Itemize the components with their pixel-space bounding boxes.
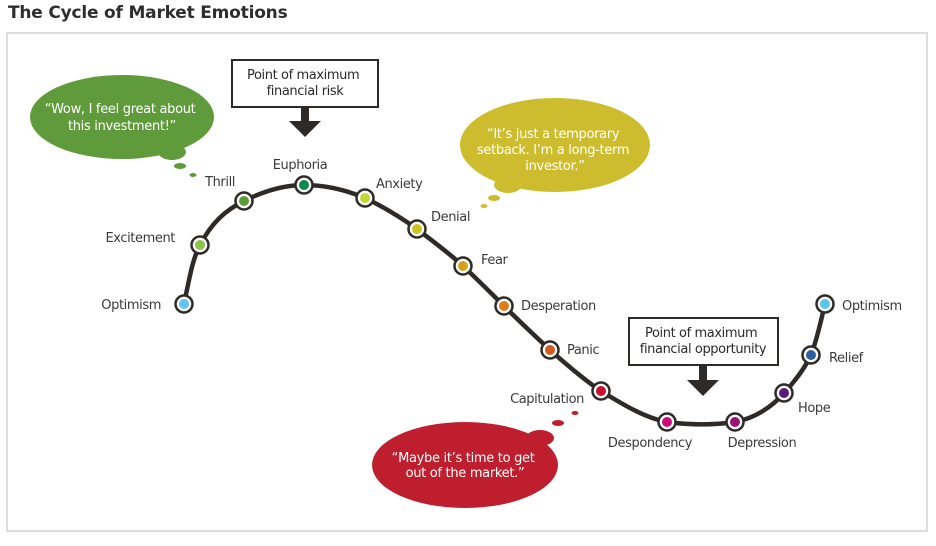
- stage-relief: Relief: [801, 345, 864, 366]
- arrow-down-icon-shaft: [699, 365, 707, 381]
- stage-thrill: Thrill: [204, 175, 254, 211]
- callout-line: financial risk: [267, 84, 345, 99]
- stage-node-dot: [820, 299, 830, 309]
- stage-excitement: Excitement: [105, 231, 210, 255]
- stage-depression: Depression: [725, 412, 797, 451]
- bubble-dot: [174, 163, 186, 169]
- page-title: The Cycle of Market Emotions: [8, 3, 288, 23]
- stage-label: Despondency: [608, 436, 693, 451]
- stage-node-dot: [779, 388, 789, 398]
- stage-capitulation: Capitulation: [510, 381, 611, 407]
- stage-hope: Hope: [774, 383, 831, 416]
- stage-euphoria: Euphoria: [273, 158, 328, 195]
- bubble-line: setback. I’m a long-term: [477, 143, 629, 158]
- stage-node-dot: [806, 350, 816, 360]
- stage-label: Panic: [567, 343, 599, 358]
- arrow-down-icon: [289, 121, 321, 137]
- bubble-dot: [488, 195, 500, 201]
- stage-node-dot: [179, 299, 189, 309]
- stage-node-dot: [195, 240, 205, 250]
- bubble-dot: [189, 173, 197, 177]
- stage-node-dot: [239, 196, 249, 206]
- stage-panic: Panic: [540, 340, 600, 360]
- stage-optimism-return: Optimism: [815, 294, 902, 314]
- bubble-body: [372, 422, 558, 508]
- stage-node-dot: [499, 301, 509, 311]
- stage-node-dot: [458, 261, 468, 271]
- stage-optimism: Optimism: [101, 294, 194, 314]
- bubble-puff: [158, 144, 186, 160]
- stage-label: Optimism: [842, 299, 902, 314]
- bubble-puff: [526, 430, 554, 446]
- bubble-quote: “Maybe it’s time to get out of the marke…: [392, 451, 539, 481]
- stage-node-dot: [360, 193, 370, 203]
- stage-nodes: Optimism Excitement Thrill EuphoriaAnxietyD…: [101, 158, 902, 451]
- thought-bubble-denial: “It’s just a temporary setback. I’m a lo…: [460, 98, 650, 208]
- arrow-down-icon: [687, 380, 719, 396]
- stage-label: Optimism: [101, 298, 161, 313]
- bubble-dot: [480, 204, 488, 208]
- stage-label: Fear: [481, 253, 509, 268]
- stage-label: Capitulation: [510, 392, 584, 407]
- callout-text: Point of maximum financial risk: [247, 68, 363, 99]
- stage-label: Depression: [728, 436, 797, 451]
- stage-despondency: Despondency: [608, 412, 693, 451]
- stage-label: Relief: [829, 351, 864, 366]
- bubble-body: [460, 98, 650, 192]
- stage-label: Euphoria: [273, 158, 328, 173]
- bubble-quote: “It’s just a temporary setback. I’m a lo…: [477, 127, 633, 174]
- stage-node-dot: [596, 386, 606, 396]
- callout-maximum-risk: Point of maximum financial risk: [231, 59, 379, 137]
- callout-text: Point of maximum financial opportunity: [640, 326, 767, 357]
- bubble-body: [30, 75, 214, 159]
- bubble-dot: [552, 420, 564, 426]
- arrow-down-icon-shaft: [301, 107, 309, 121]
- stage-node-dot: [299, 180, 309, 190]
- callout-line: Point of maximum: [645, 326, 757, 341]
- thought-bubble-euphoria: “Wow, I feel great about this investment…: [30, 75, 214, 177]
- bubble-puff: [494, 177, 522, 193]
- stage-node-dot: [545, 345, 555, 355]
- bubble-line: “Maybe it’s time to get: [392, 451, 535, 466]
- bubble-line: out of the market.”: [406, 466, 525, 481]
- bubble-line: “It’s just a temporary: [487, 127, 620, 142]
- bubble-line: investor.”: [525, 159, 584, 174]
- stage-desperation: Desperation: [494, 296, 596, 316]
- stage-label: Denial: [431, 210, 470, 225]
- stage-label: Hope: [798, 401, 831, 416]
- callout-line: financial opportunity: [640, 342, 767, 357]
- stage-denial: Denial: [407, 210, 470, 239]
- stage-node-dot: [662, 417, 672, 427]
- stage-label: Excitement: [105, 231, 175, 246]
- stage-label: Thrill: [204, 175, 235, 190]
- bubble-line: “Wow, I feel great about: [45, 102, 196, 117]
- stage-node-dot: [730, 417, 740, 427]
- stage-label: Anxiety: [376, 177, 423, 192]
- bubble-line: this investment!”: [68, 119, 176, 134]
- callout-maximum-opportunity: Point of maximum financial opportunity: [628, 317, 779, 396]
- bubble-quote: “Wow, I feel great about this investment…: [45, 102, 200, 134]
- stage-label: Desperation: [521, 299, 596, 314]
- stage-anxiety: Anxiety: [355, 177, 424, 208]
- thought-bubble-capitulation: “Maybe it’s time to get out of the marke…: [372, 411, 579, 508]
- stage-node-dot: [412, 224, 422, 234]
- stage-fear: Fear: [453, 253, 509, 276]
- callout-line: Point of maximum: [247, 68, 359, 83]
- bubble-dot: [571, 411, 579, 415]
